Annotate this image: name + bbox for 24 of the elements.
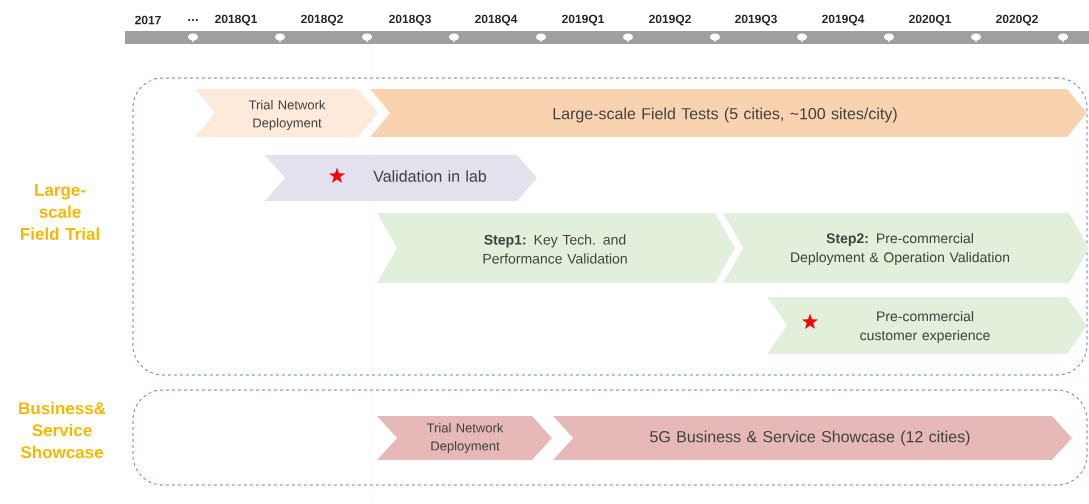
timeline-label: 2019Q4 [822, 14, 865, 26]
chevron-box: Trial Network Deployment [377, 416, 552, 460]
timeline-label: 2020Q2 [996, 14, 1038, 26]
chevron-box: Validation in lab [265, 155, 537, 201]
chevron-box: Large-scale Field Tests (5 cities, ~100 sites/city) [370, 89, 1087, 137]
chevron-box: Trial Network Deployment [195, 89, 378, 137]
row-heading: Business& Service Showcase [19, 401, 106, 459]
timeline-label: 2020Q1 [909, 14, 951, 26]
timeline-label: 2018Q1 [215, 14, 257, 26]
timeline-label: 2019Q1 [562, 14, 604, 26]
chevron-box: Step2: Pre-commercial Deployment & Operation Validation [723, 213, 1089, 283]
timeline-label: 2018Q4 [475, 14, 518, 26]
node-label: Step1: Key Tech. and Performance Validation [483, 234, 627, 264]
timeline-label: … [188, 19, 198, 21]
chevron-box: Step1: Key Tech. and Performance Validation [377, 213, 735, 283]
timeline-label: 2019Q2 [649, 14, 691, 26]
node-label: Step2: Pre-commercial Deployment & Operation Validation [791, 232, 1010, 266]
timeline-label: 2018Q2 [301, 14, 343, 26]
chevron-box: 5G Business & Service Showcase (12 cities) [553, 416, 1072, 460]
timeline-label: 2019Q3 [735, 14, 777, 26]
timeline-label: 2018Q3 [389, 14, 431, 26]
chevron-box: Pre-commercial customer experience [767, 297, 1087, 354]
row-heading: Large-scale Field Trial [21, 184, 99, 240]
timeline-label: 2017 [135, 15, 161, 25]
